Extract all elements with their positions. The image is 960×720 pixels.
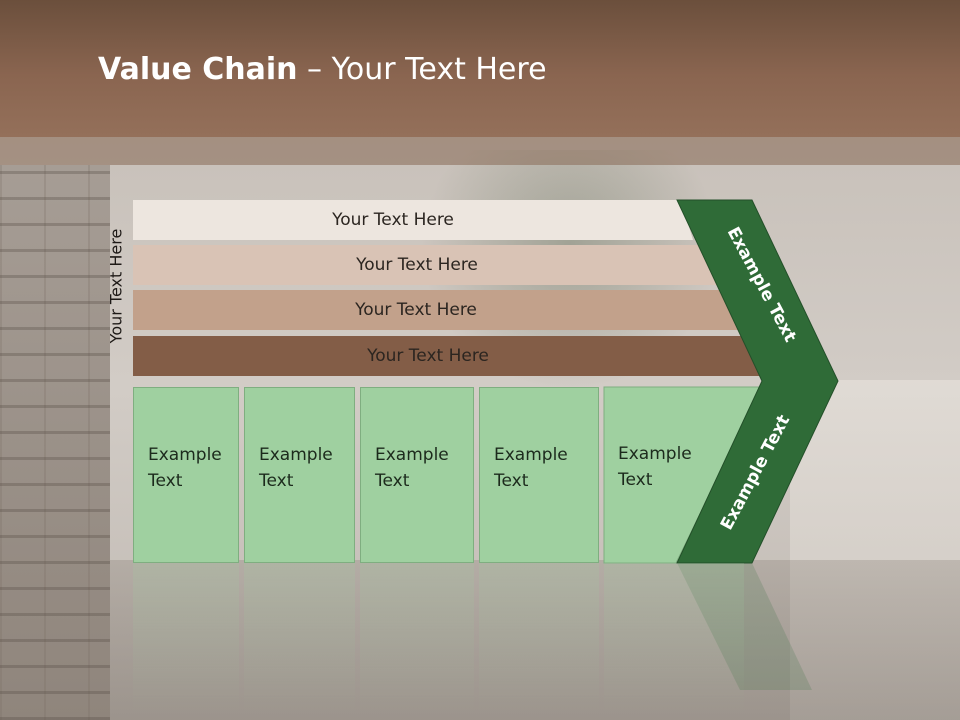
background-stone-wall <box>0 165 110 720</box>
example-cell-2: Example Text <box>244 387 355 563</box>
value-row-4: Your Text Here <box>133 336 763 376</box>
slide-title-bold: Value Chain <box>98 52 298 87</box>
example-cell-4: Example Text <box>479 387 599 563</box>
slide-title: Value Chain – Your Text Here <box>98 52 547 87</box>
example-cell-3: Example Text <box>360 387 474 563</box>
value-row-4-label: Your Text Here <box>367 346 489 366</box>
example-cell-1-label: Example Text <box>148 445 222 491</box>
example-cell-3-label: Example Text <box>375 445 449 491</box>
value-row-1: Your Text Here <box>133 200 693 240</box>
vertical-label: Your Text Here <box>106 228 126 344</box>
title-bar <box>0 0 960 137</box>
example-cell-1: Example Text <box>133 387 239 563</box>
value-row-3-label: Your Text Here <box>355 300 477 320</box>
value-row-2-label: Your Text Here <box>356 255 478 275</box>
value-row-1-label: Your Text Here <box>332 210 454 230</box>
example-cell-2-label: Example Text <box>259 445 333 491</box>
example-cell-5-label: Example Text <box>618 444 692 490</box>
slide-title-rest: – Your Text Here <box>297 52 547 87</box>
cells-reflection <box>133 563 843 720</box>
example-cell-5: Example Text <box>604 387 714 563</box>
title-strip <box>0 137 960 165</box>
value-row-2: Your Text Here <box>133 245 741 285</box>
example-cell-4-label: Example Text <box>494 445 568 491</box>
background-floor <box>110 560 960 720</box>
value-row-3: Your Text Here <box>133 290 739 330</box>
